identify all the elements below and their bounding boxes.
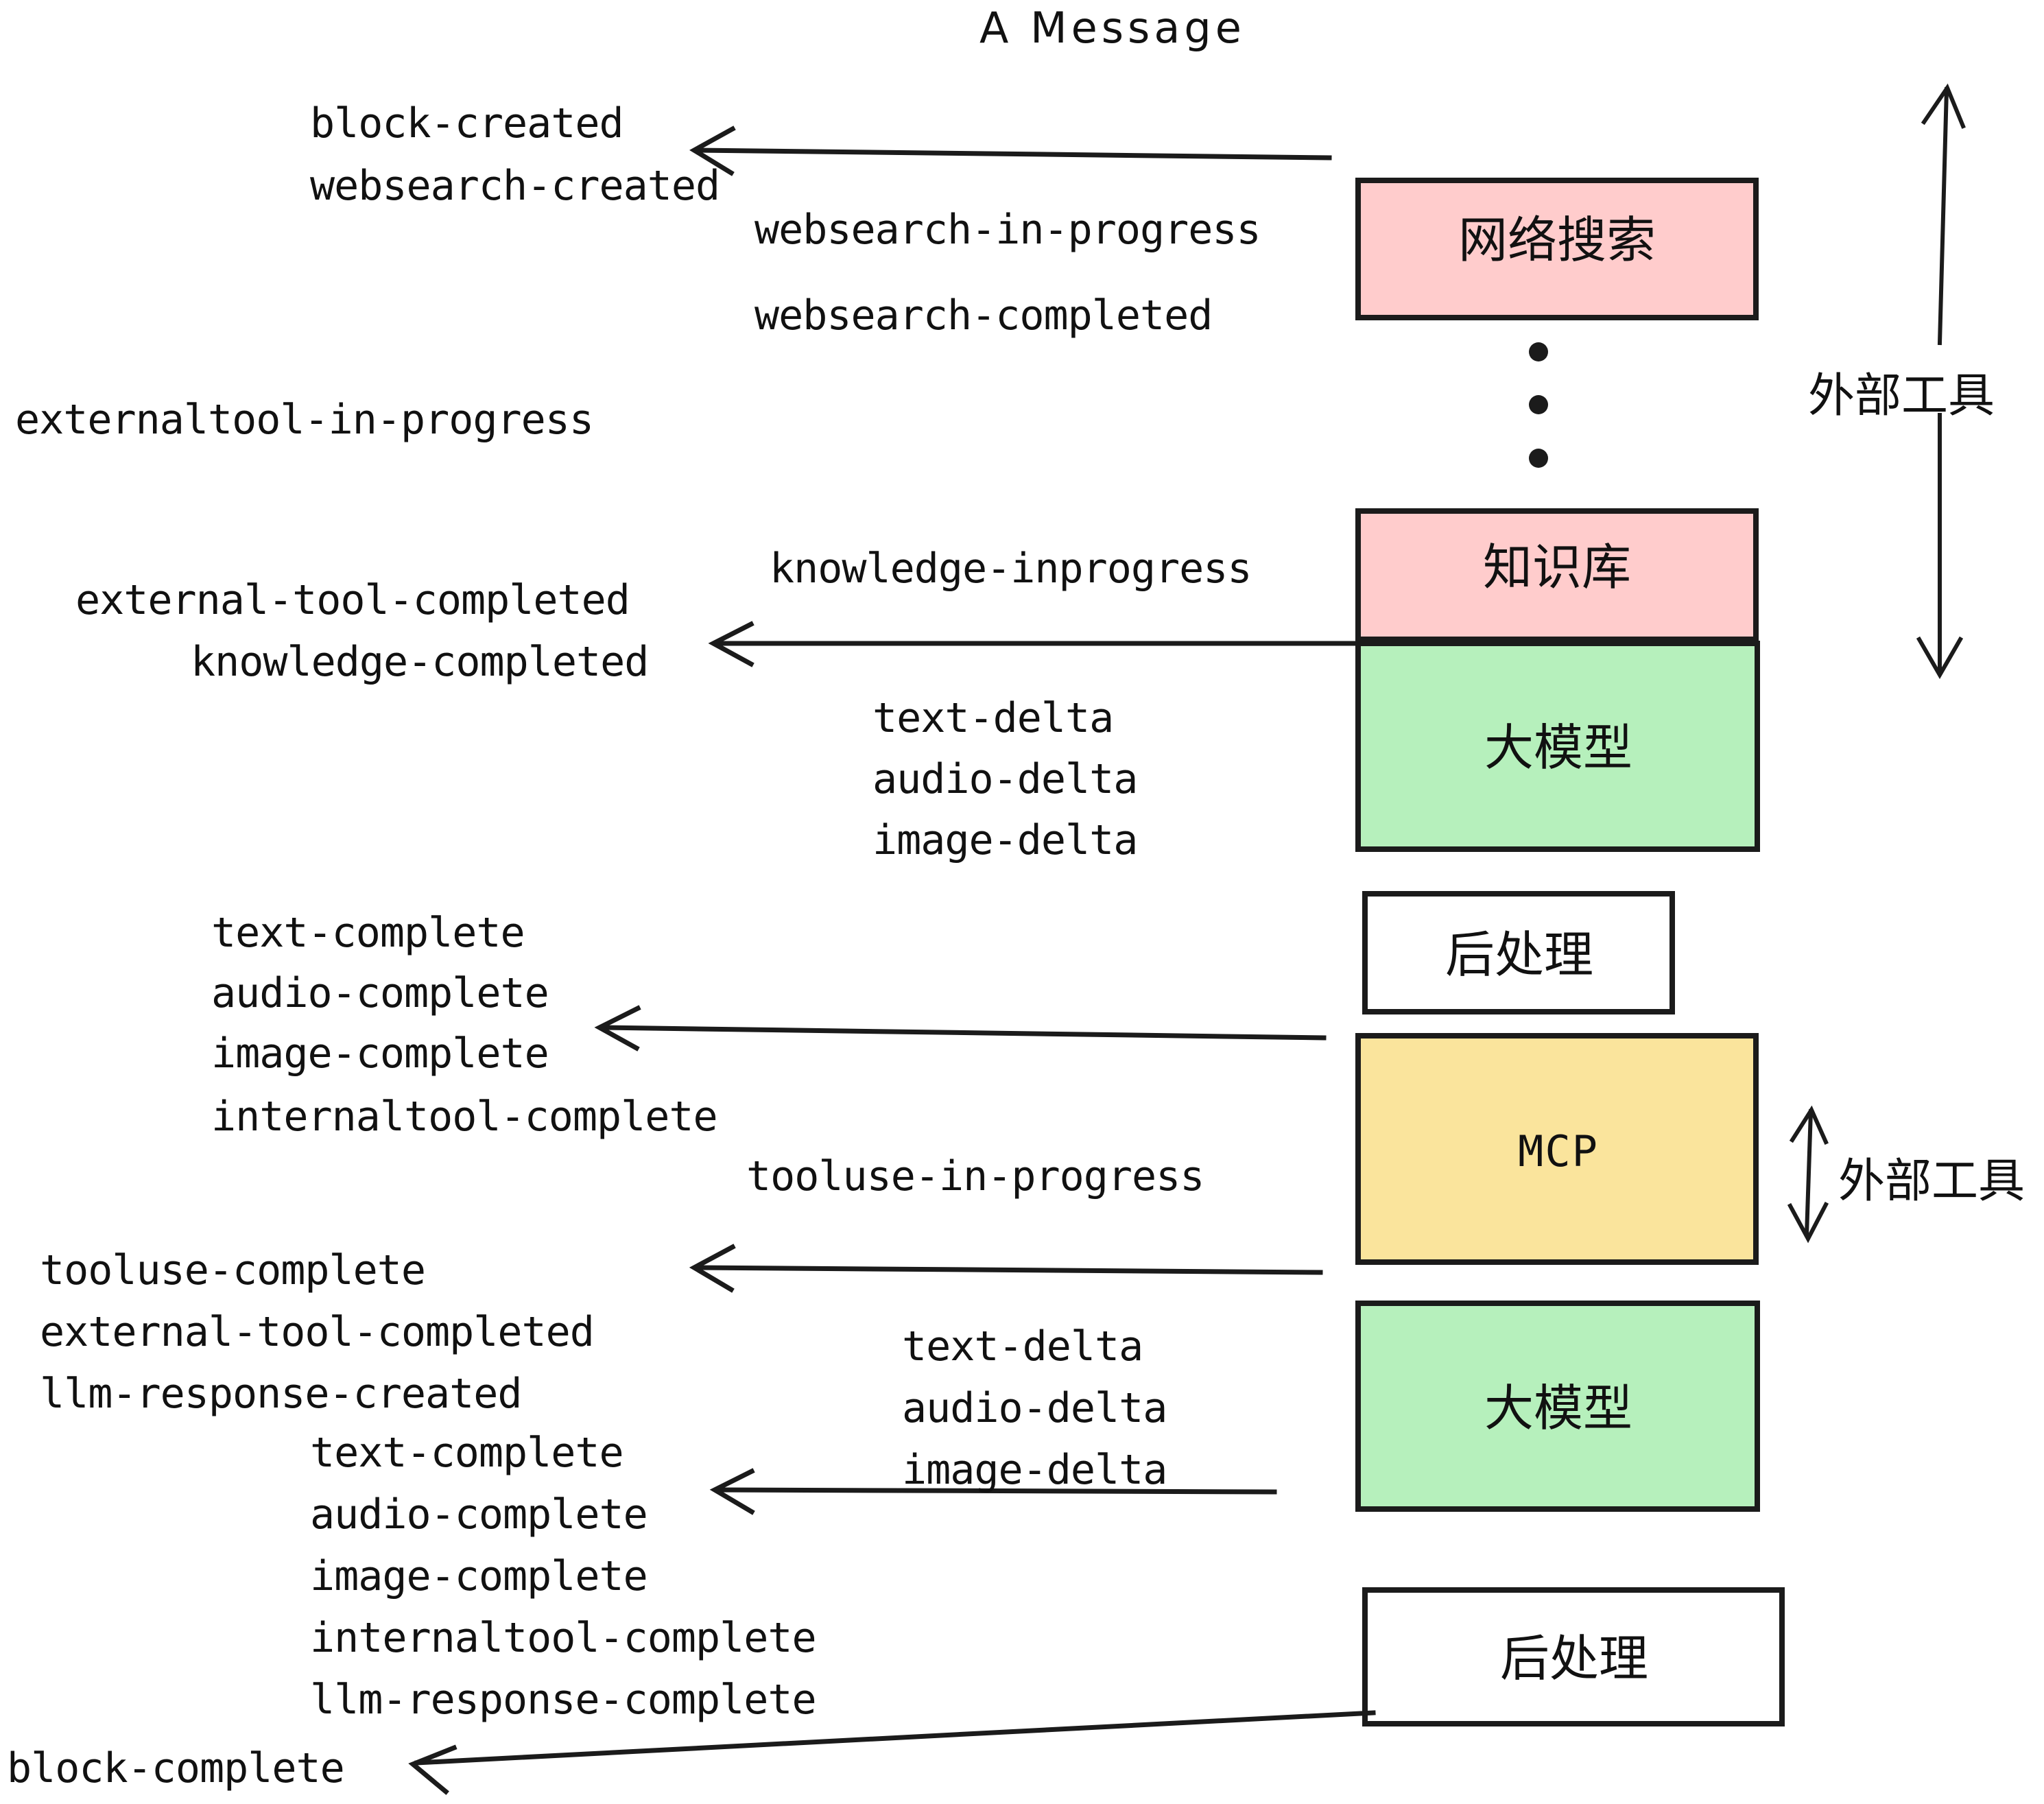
arrowhead-left-icon	[408, 1744, 457, 1795]
ellipsis-dot	[1529, 449, 1548, 468]
page-title: A Message	[979, 3, 1246, 53]
arrowhead-down-icon	[1916, 636, 1964, 680]
box-mcp[interactable]: MCP	[1355, 1033, 1759, 1265]
event-external-tool-completed-2: external-tool-completed	[40, 1308, 594, 1356]
box-websearch[interactable]: 网络搜索	[1355, 178, 1759, 320]
event-image-delta-1: image-delta	[872, 816, 1137, 864]
event-audio-complete-1: audio-complete	[211, 969, 549, 1017]
arrow-block-complete	[408, 1710, 1376, 1795]
arrowhead-left-icon	[689, 126, 736, 176]
event-image-complete-2: image-complete	[310, 1552, 647, 1600]
event-text-delta-1: text-delta	[872, 694, 1113, 742]
event-internaltool-complete-1: internaltool-complete	[211, 1093, 717, 1141]
event-text-complete-1: text-complete	[211, 909, 525, 957]
arrowhead-down-icon	[1787, 1201, 1829, 1244]
box-post-bottom[interactable]: 后处理	[1362, 1587, 1785, 1726]
external-tools-bottom-label: 外部工具	[1838, 1154, 2025, 1209]
ellipsis-dot	[1529, 395, 1548, 414]
event-image-complete-1: image-complete	[211, 1030, 549, 1078]
box-llm-top-label: 大模型	[1484, 719, 1632, 776]
event-internaltool-complete-2: internaltool-complete	[310, 1614, 816, 1662]
box-post-bottom-rect	[1362, 1587, 1785, 1726]
box-mcp-label: MCP	[1518, 1126, 1599, 1176]
box-llm-bottom-rect	[1355, 1301, 1760, 1512]
arrow-shaft	[716, 1487, 1277, 1495]
event-audio-delta-1: audio-delta	[872, 755, 1137, 803]
event-text-delta-2: text-delta	[902, 1322, 1143, 1370]
arrow-shaft	[601, 1025, 1327, 1041]
event-block-complete: block-complete	[7, 1744, 344, 1792]
external-tools-top-label: 外部工具	[1808, 369, 1995, 423]
box-mcp-rect	[1355, 1033, 1759, 1265]
vertical-ellipsis	[1529, 342, 1548, 468]
box-llm-bottom[interactable]: 大模型	[1355, 1301, 1760, 1512]
box-knowledge[interactable]: 知识库	[1355, 508, 1759, 642]
box-llm-top[interactable]: 大模型	[1355, 641, 1760, 852]
box-post-bottom-label: 后处理	[1500, 1630, 1648, 1687]
external-tools-bracket-top: 外部工具	[1808, 83, 1995, 680]
arrow-audio-complete	[709, 1468, 1277, 1515]
box-llm-top-rect	[1355, 641, 1760, 852]
arrowhead-up-icon	[1921, 83, 1966, 129]
event-tooluse-in-progress: tooluse-in-progress	[746, 1152, 1204, 1200]
box-knowledge-label: 知识库	[1483, 538, 1631, 596]
event-image-delta-2: image-delta	[902, 1446, 1167, 1494]
external-tools-bracket-bottom: 外部工具	[1787, 1105, 2025, 1244]
event-audio-delta-2: audio-delta	[902, 1384, 1167, 1432]
arrow-shaft	[696, 147, 1332, 161]
bracket-up-shaft	[1937, 86, 1949, 346]
arrow-block-created	[689, 126, 1332, 176]
arrow-image-complete	[594, 1005, 1327, 1052]
box-post-top[interactable]: 后处理	[1362, 891, 1675, 1014]
event-audio-complete-2: audio-complete	[310, 1491, 647, 1539]
arrow-knowledge-completed	[708, 621, 1359, 667]
arrowhead-left-icon	[708, 621, 754, 667]
arrowhead-left-icon	[709, 1468, 755, 1515]
bracket-up-shaft	[1804, 1108, 1814, 1237]
arrowhead-left-icon	[594, 1005, 641, 1052]
event-knowledge-inprogress: knowledge-inprogress	[770, 545, 1251, 593]
event-llm-response-complete: llm-response-complete	[310, 1676, 816, 1724]
arrow-tooluse-complete	[689, 1244, 1323, 1293]
box-post-top-rect	[1362, 891, 1675, 1014]
ellipsis-dot	[1529, 342, 1548, 361]
event-external-tool-completed-1: external-tool-completed	[75, 576, 630, 624]
event-text-complete-2: text-complete	[310, 1429, 623, 1477]
box-knowledge-rect	[1355, 508, 1759, 642]
arrow-shaft	[696, 1265, 1323, 1275]
event-llm-response-created: llm-response-created	[40, 1370, 521, 1418]
arrow-shaft	[414, 1710, 1376, 1766]
box-post-top-label: 后处理	[1445, 926, 1593, 984]
box-websearch-label: 网络搜索	[1458, 211, 1656, 269]
event-websearch-completed: websearch-completed	[754, 292, 1212, 340]
event-tooluse-complete: tooluse-complete	[40, 1246, 425, 1294]
arrowhead-up-icon	[1789, 1105, 1829, 1145]
event-websearch-in-progress: websearch-in-progress	[754, 206, 1261, 254]
event-externaltool-in-progress: externaltool-in-progress	[15, 396, 593, 444]
box-llm-bottom-label: 大模型	[1484, 1379, 1632, 1437]
event-knowledge-completed: knowledge-completed	[191, 638, 648, 686]
box-websearch-rect	[1355, 178, 1759, 320]
event-websearch-created: websearch-created	[310, 162, 720, 210]
arrowhead-left-icon	[689, 1244, 736, 1293]
event-block-created: block-created	[310, 99, 623, 147]
